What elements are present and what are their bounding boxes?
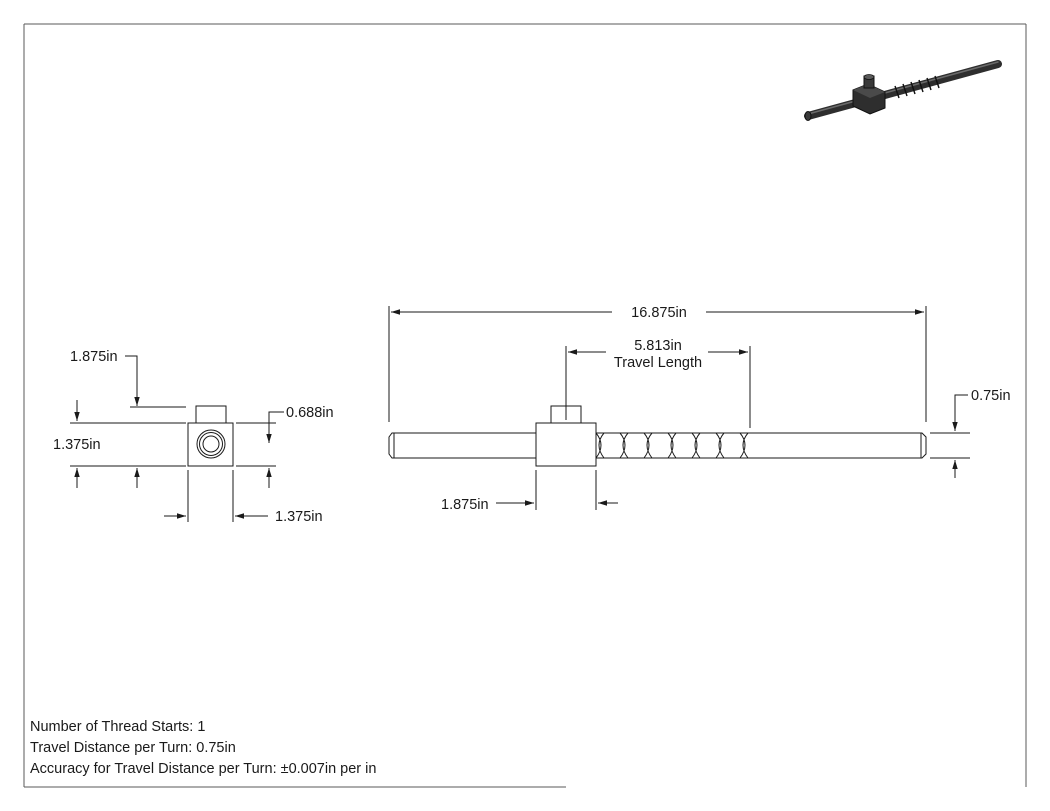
front-nut-block: [535, 422, 597, 467]
note-travel-per-turn: Travel Distance per Turn: 0.75in: [30, 740, 236, 756]
side-boss: [195, 405, 227, 424]
dim-travel-value: 5.813in: [634, 338, 682, 354]
dim-side-block-height: 1.875in: [70, 349, 118, 365]
iso-thread: [894, 75, 940, 99]
sheet-border: [23, 23, 1027, 788]
dim-side-width: 1.375in: [275, 509, 323, 525]
dim-overall-length: 16.875in: [631, 305, 687, 321]
lead-screw-rod: [388, 432, 927, 459]
thread-pattern: [595, 432, 749, 459]
dim-side-boss: 0.688in: [286, 405, 334, 421]
dim-side-overall-height: 1.375in: [53, 437, 101, 453]
note-accuracy: Accuracy for Travel Distance per Turn: ±…: [30, 761, 377, 777]
note-thread-starts: Number of Thread Starts: 1: [30, 719, 206, 735]
dim-travel-label: Travel Length: [614, 355, 702, 371]
front-view: [388, 306, 970, 510]
dim-nut-length: 1.875in: [441, 497, 489, 513]
isometric-view: [804, 60, 1002, 121]
side-view: [70, 355, 284, 522]
side-nut-block: [187, 422, 234, 467]
dim-rod-diameter: 0.75in: [971, 388, 1011, 404]
